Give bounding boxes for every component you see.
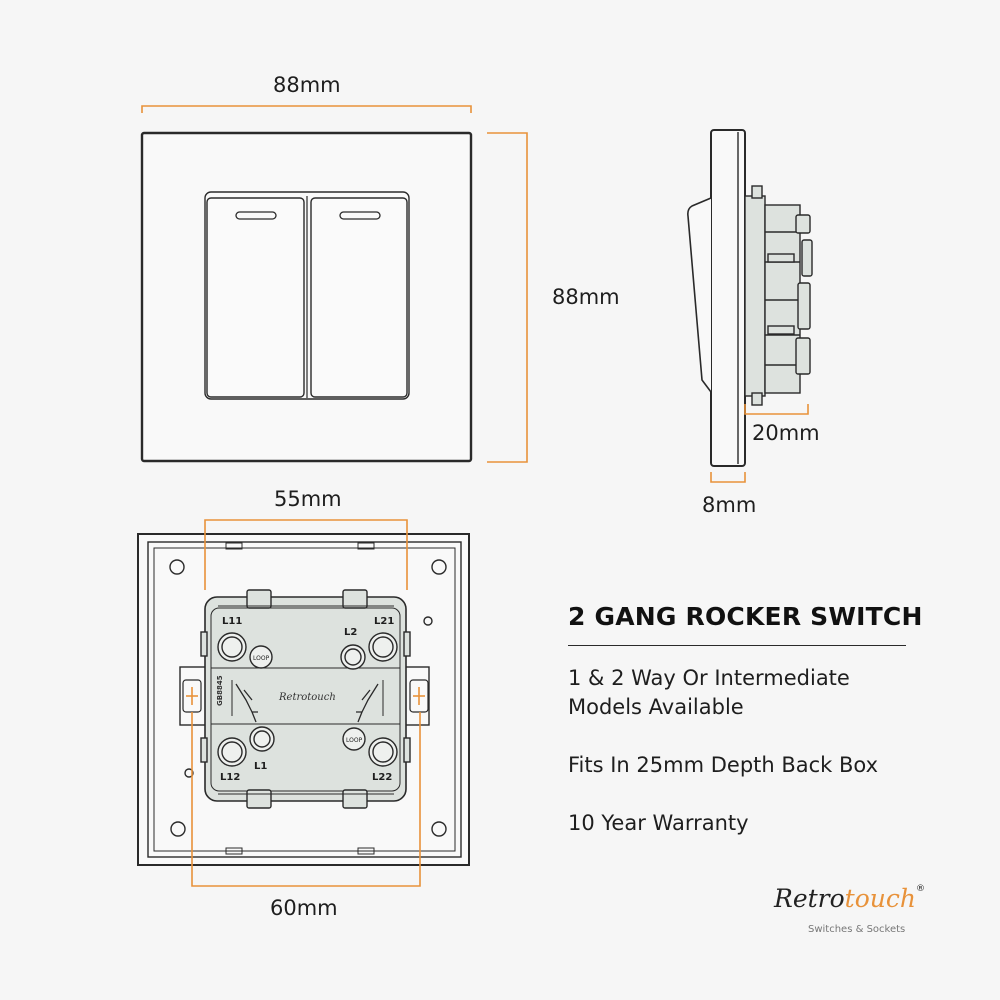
rear-depth-label: 20mm	[752, 421, 820, 445]
mechanism-band	[210, 667, 401, 725]
terminal-l11	[217, 632, 247, 662]
terminal-l2	[340, 644, 366, 670]
side-clamp-top	[751, 185, 763, 199]
rear-dimension-lines	[191, 519, 421, 887]
loop-label-top: LOOP	[253, 655, 270, 662]
rear-depth-bracket	[744, 404, 809, 415]
side-plate	[710, 129, 746, 467]
plate-screw-right	[423, 616, 433, 626]
terminal-label-l22: L22	[372, 772, 392, 783]
side-screw-4	[795, 337, 811, 375]
rear-tab-top-right	[357, 542, 375, 550]
rocker-right	[310, 197, 408, 398]
terminal-label-l11: L11	[222, 616, 242, 627]
plate-screw-left	[184, 768, 194, 778]
plate-hole-bl	[170, 821, 186, 837]
side-screw-3	[797, 282, 811, 330]
switch-symbol-right	[356, 683, 379, 723]
spec-models-line-2: Models Available	[568, 695, 744, 719]
clip-tr	[342, 589, 368, 609]
terminal-l22	[368, 737, 398, 767]
terminal-label-l12: L12	[220, 772, 240, 783]
plate-hole-tr	[431, 559, 447, 575]
loop-terminal-bottom	[342, 727, 366, 751]
side-terminal-bottom	[767, 325, 795, 335]
plate-height-bracket	[487, 132, 528, 463]
clip-tl	[246, 589, 272, 609]
brand-registered-mark: ®	[915, 884, 925, 894]
rear-tab-bottom-left	[225, 847, 243, 855]
spec-back-box: Fits In 25mm Depth Back Box	[568, 753, 879, 777]
spec-warranty: 10 Year Warranty	[568, 811, 749, 835]
loop-label-bottom: LOOP	[346, 737, 363, 744]
terminal-label-l1: L1	[254, 761, 267, 772]
mech-side-tab-l2	[200, 737, 208, 763]
plate-thickness-bracket	[710, 472, 746, 483]
fixing-screw-right	[413, 687, 425, 705]
brand-logo: Retrotouch®	[774, 884, 934, 913]
terminal-l12	[217, 737, 247, 767]
indicator-left	[235, 211, 277, 220]
side-terminal-top	[767, 253, 795, 263]
plate-thickness-label: 8mm	[702, 493, 757, 517]
side-screw-2	[801, 239, 813, 277]
plate-hole-tl	[169, 559, 185, 575]
title-divider	[568, 645, 906, 646]
mechanism-width-bracket	[204, 519, 408, 590]
loop-terminal-top	[249, 645, 273, 669]
product-title: 2 GANG ROCKER SWITCH	[568, 602, 923, 631]
mech-side-tab-l1	[200, 631, 208, 657]
plate-height-label: 88mm	[552, 285, 620, 309]
side-rocker	[687, 197, 712, 393]
front-dimension-lines	[141, 105, 528, 463]
brand-name-retro: Retro	[774, 884, 845, 913]
rear-plate-lip	[153, 547, 456, 852]
mech-side-tab-r2	[403, 737, 411, 763]
clip-br	[342, 789, 368, 809]
clip-bl	[246, 789, 272, 809]
rear-tab-top-left	[225, 542, 243, 550]
fixing-centres-label: 60mm	[270, 896, 338, 920]
brand-name-touch: touch	[844, 884, 916, 913]
brand-tagline: Switches & Sockets	[808, 924, 906, 935]
plate-hole-br	[431, 821, 447, 837]
fixing-centres-bracket	[191, 712, 421, 887]
front-view	[140, 131, 473, 463]
terminal-label-l21: L21	[374, 616, 394, 627]
side-mechanism-front	[744, 195, 766, 397]
rear-tab-bottom-right	[357, 847, 375, 855]
mech-side-tab-r1	[403, 631, 411, 657]
fixing-screw-left	[186, 687, 198, 705]
rocker-left	[206, 197, 305, 398]
mechanism-code: GB8845	[216, 675, 224, 706]
side-clamp-bottom	[751, 392, 763, 406]
spec-models-line-1: 1 & 2 Way Or Intermediate	[568, 666, 850, 690]
plate-width-label: 88mm	[273, 73, 341, 97]
terminal-l1	[249, 726, 275, 752]
switch-symbol-left	[235, 683, 258, 723]
mechanism-width-label: 55mm	[274, 487, 342, 511]
side-view	[687, 129, 813, 467]
rear-view	[137, 533, 470, 866]
side-dimension-lines	[710, 404, 809, 483]
fixing-slot-right	[409, 679, 429, 713]
plate-width-bracket	[141, 105, 472, 113]
terminal-label-l2: L2	[344, 627, 357, 638]
mechanism-brand-mark: Retrotouch	[278, 692, 336, 703]
indicator-right	[339, 211, 381, 220]
side-screw-1	[795, 214, 811, 234]
terminal-l21	[368, 632, 398, 662]
